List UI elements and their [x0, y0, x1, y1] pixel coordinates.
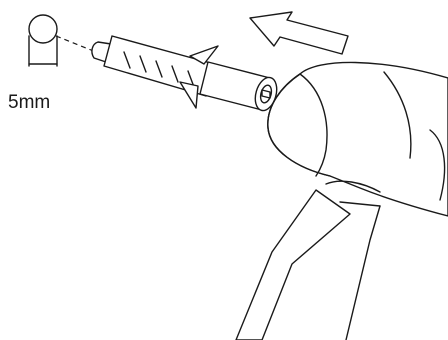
drill-hole-icon [28, 14, 58, 67]
wall-plug-icon [91, 35, 278, 112]
alignment-guide-line [55, 35, 97, 53]
direction-arrow-icon [249, 11, 349, 55]
hole-diameter-label: 5mm [8, 92, 50, 113]
hammer-icon [235, 61, 448, 340]
